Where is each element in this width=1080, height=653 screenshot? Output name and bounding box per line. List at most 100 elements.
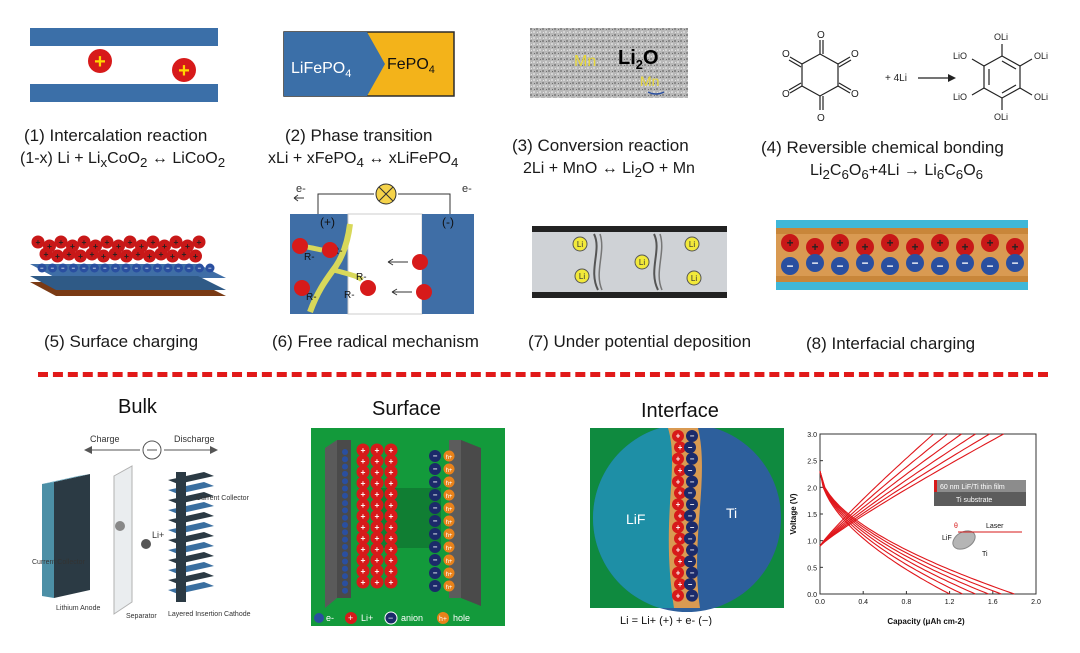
interface-anion: − [831, 257, 849, 275]
lio-label: LiO [953, 51, 967, 61]
interface-electron: − [686, 498, 698, 510]
heading-interface: Interface [641, 400, 719, 423]
svg-text:−: − [433, 504, 438, 513]
interface-cation: + [881, 234, 899, 252]
svg-text:h+: h+ [446, 546, 453, 552]
interface-li: + [672, 498, 684, 510]
svg-text:−: − [690, 500, 695, 509]
inset-substrate-label: Ti substrate [956, 497, 992, 504]
surface-charging-diagram: −−−−−−−−−−−−−−−−− ++++++++++++++++++++++… [26, 220, 231, 302]
interface-diagram: LiF Ti +++++++++++++++ −−−−−−−−−−−−−−− L… [590, 428, 784, 626]
laser-label: Laser [986, 523, 1004, 530]
svg-text:−: − [1012, 257, 1019, 270]
electron [342, 522, 348, 528]
interface-electron: − [686, 453, 698, 465]
li-cation: + [357, 576, 370, 589]
svg-text:+: + [676, 455, 681, 464]
chemical-bonding-diagram: O O OO OO + 4Li OLi OLi OLiOLi LiO LiO [780, 26, 1055, 138]
svg-text:−: − [433, 569, 438, 578]
svg-text:−: − [82, 266, 86, 272]
svg-text:OLi: OLi [1034, 51, 1048, 61]
x-tick: 0.8 [902, 599, 912, 606]
surface-diagram: +++++++++++++++++++++++++++++++++++++++ … [311, 428, 505, 626]
anion: − [429, 528, 441, 540]
svg-text:+: + [361, 445, 366, 455]
lif-label: LiF [626, 511, 645, 527]
lithiated-molecule [972, 44, 1032, 110]
surface-anion: − [59, 264, 68, 273]
surface-cation: + [40, 248, 53, 261]
legend-hole: hole [453, 613, 470, 623]
x-tick: 1.6 [988, 599, 998, 606]
svg-text:+: + [389, 533, 394, 543]
svg-text:−: − [135, 266, 139, 272]
interface-electron: − [686, 567, 698, 579]
svg-text:+: + [1012, 241, 1019, 254]
surface-anion: − [195, 264, 204, 273]
hole: h+ [444, 581, 455, 592]
electron [342, 500, 348, 506]
equation-4: Li2C6O6+4Li → Li6C6O6 [810, 162, 983, 182]
svg-text:+: + [348, 613, 353, 623]
surface-anion: − [69, 264, 78, 273]
svg-text:−: − [93, 266, 97, 272]
svg-text:−: − [433, 465, 438, 474]
surface-anion: − [206, 264, 215, 273]
surface-anion: − [38, 264, 47, 273]
caption-5: (5) Surface charging [44, 332, 198, 352]
surface-cation: + [97, 250, 110, 263]
svg-text:O: O [851, 49, 859, 60]
electron [342, 566, 348, 572]
interface-electron: − [684, 533, 696, 545]
mn-label-1: Mn [574, 53, 596, 70]
interface-electron: − [686, 430, 698, 442]
svg-text:−: − [114, 266, 118, 272]
reagent-label: + 4Li [885, 73, 907, 84]
section-divider [38, 372, 1048, 377]
equation-1: (1-x) Li + LixCoO2 ↔ LiCoO2 [20, 150, 225, 170]
svg-text:Li: Li [691, 274, 697, 283]
svg-text:+: + [389, 456, 394, 466]
svg-text:+: + [375, 555, 380, 565]
svg-text:+: + [361, 467, 366, 477]
svg-text:+: + [174, 237, 179, 247]
surface-cation: + [124, 236, 137, 249]
svg-text:−: − [987, 260, 994, 273]
svg-text:−: − [198, 266, 202, 272]
svg-text:−: − [688, 443, 693, 452]
y-tick: 3.0 [807, 432, 817, 439]
electron [342, 493, 348, 499]
o-label: O [817, 30, 825, 41]
svg-text:+: + [113, 249, 118, 259]
y-tick: 2.5 [807, 459, 817, 466]
svg-text:+: + [361, 456, 366, 466]
surface-cation: + [189, 250, 202, 263]
svg-text:+: + [678, 512, 683, 521]
svg-text:+: + [678, 443, 683, 452]
oli-label: OLi [994, 32, 1008, 42]
y-tick: 1.0 [807, 539, 817, 546]
svg-text:+: + [678, 580, 683, 589]
heading-surface: Surface [372, 398, 441, 421]
svg-text:−: − [40, 266, 44, 272]
svg-text:−: − [688, 512, 693, 521]
surface-cation: + [147, 236, 160, 249]
interface-cation: + [856, 238, 874, 256]
svg-text:−: − [688, 489, 693, 498]
svg-text:+: + [147, 251, 152, 261]
surface-cation: + [170, 236, 183, 249]
radical-label-5: R- [344, 290, 355, 301]
svg-text:+: + [375, 566, 380, 576]
anion: − [429, 515, 441, 527]
svg-text:+: + [676, 591, 681, 600]
svg-text:−: − [187, 266, 191, 272]
svg-text:−: − [433, 491, 438, 500]
electron [342, 456, 348, 462]
equation-2: xLi + xFePO4 ↔ xLiFePO4 [268, 150, 458, 170]
svg-text:+: + [678, 534, 683, 543]
surface-anion: − [48, 264, 57, 273]
interface-li: + [672, 590, 684, 602]
svg-text:+: + [375, 456, 380, 466]
svg-text:h+: h+ [446, 572, 453, 578]
svg-text:−: − [937, 260, 944, 273]
